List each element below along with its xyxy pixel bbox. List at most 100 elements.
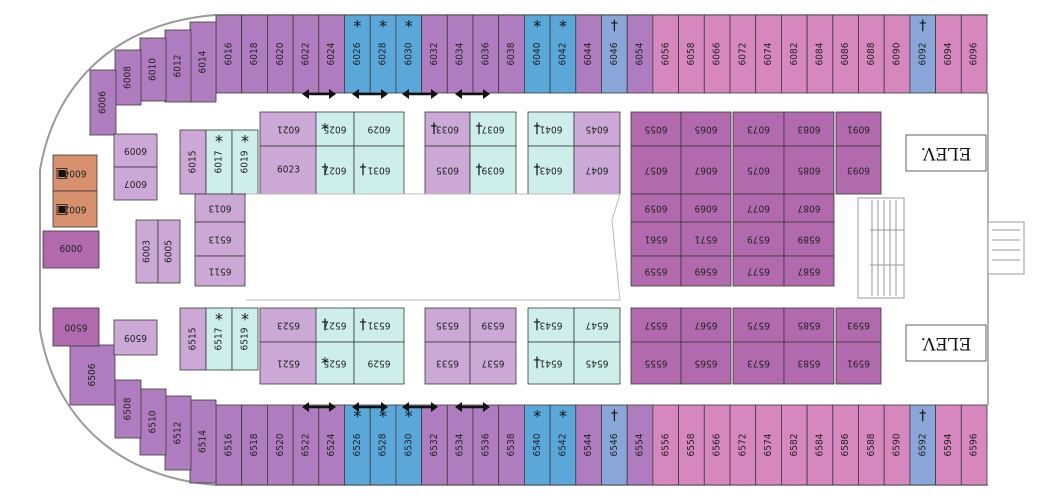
- cabin-6545[interactable]: 6545: [573, 341, 621, 385]
- cabin-6057[interactable]: 6057: [630, 145, 682, 195]
- cabin-6007[interactable]: 6007: [113, 166, 158, 201]
- cabin-6508[interactable]: 6508: [114, 379, 142, 439]
- cabin-6577[interactable]: 6577: [732, 255, 785, 287]
- cabin-6082[interactable]: 6082: [781, 14, 808, 94]
- cabin-6022[interactable]: 6022: [292, 14, 320, 94]
- cabin-6084[interactable]: 6084: [806, 14, 834, 94]
- cabin-6014[interactable]: 6014: [189, 21, 217, 103]
- cabin-6530[interactable]: 6530*: [395, 404, 422, 486]
- cabin-6012[interactable]: 6012: [164, 29, 192, 103]
- cabin-6558[interactable]: 6558: [678, 404, 705, 486]
- cabin-6572[interactable]: 6572: [729, 404, 757, 486]
- cabin-6538[interactable]: 6538: [498, 404, 525, 486]
- cabin-6040[interactable]: 6040*: [524, 14, 551, 94]
- cabin-6540[interactable]: 6540*: [524, 404, 551, 486]
- cabin-6038[interactable]: 6038: [498, 14, 525, 94]
- cabin-6561[interactable]: 6561: [630, 221, 682, 257]
- cabin-6527[interactable]: 6527†: [315, 307, 355, 343]
- cabin-6034[interactable]: 6034: [446, 14, 474, 94]
- cabin-6091[interactable]: 6091: [835, 111, 882, 147]
- cabin-6516[interactable]: 6516: [215, 404, 243, 486]
- cabin-6512[interactable]: 6512: [164, 395, 192, 471]
- cabin-6592[interactable]: 6592†: [909, 404, 937, 486]
- cabin-6573[interactable]: 6573: [732, 341, 785, 385]
- cabin-6556[interactable]: 6556: [652, 404, 680, 486]
- cabin-6047[interactable]: 6047: [573, 145, 621, 195]
- cabin-6028[interactable]: 6028*: [369, 14, 397, 94]
- cabin-6526[interactable]: 6526*: [344, 404, 371, 486]
- cabin-6059[interactable]: 6059: [630, 193, 682, 223]
- cabin-6039[interactable]: 6039†: [469, 145, 517, 195]
- cabin-6542[interactable]: 6542*: [549, 404, 577, 486]
- cabin-6030[interactable]: 6030*: [395, 14, 422, 94]
- cabin-6042[interactable]: 6042*: [549, 14, 577, 94]
- cabin-6087[interactable]: 6087: [783, 193, 835, 223]
- cabin-6571[interactable]: 6571: [680, 221, 732, 257]
- cabin-6026[interactable]: 6026*: [344, 14, 371, 94]
- cabin-6555[interactable]: 6555: [630, 341, 682, 385]
- cabin-6523[interactable]: 6523: [259, 307, 318, 343]
- cabin-6015[interactable]: 6015: [179, 129, 207, 195]
- cabin-6010[interactable]: 6010: [139, 37, 167, 102]
- cabin-6005[interactable]: 6005: [157, 219, 181, 284]
- cabin-6593[interactable]: 6593: [835, 307, 882, 343]
- cabin-6003[interactable]: 6003: [135, 219, 159, 284]
- cabin-6539[interactable]: 6539: [469, 307, 517, 343]
- cabin-6520[interactable]: 6520: [266, 404, 294, 486]
- cabin-6092[interactable]: 6092†: [909, 14, 937, 94]
- cabin-6574[interactable]: 6574: [755, 404, 782, 486]
- cabin-6019[interactable]: 6019*: [231, 129, 259, 195]
- cabin-6567[interactable]: 6567: [680, 307, 732, 343]
- cabin-6002[interactable]: 6002▣: [52, 190, 98, 228]
- cabin-6083[interactable]: 6083: [783, 111, 835, 147]
- cabin-6546[interactable]: 6546†: [601, 404, 628, 486]
- cabin-6557[interactable]: 6557: [630, 307, 682, 343]
- cabin-6045[interactable]: 6045: [573, 111, 621, 147]
- cabin-6584[interactable]: 6584: [806, 404, 834, 486]
- cabin-6094[interactable]: 6094: [935, 14, 962, 94]
- cabin-6518[interactable]: 6518: [241, 404, 268, 486]
- cabin-6072[interactable]: 6072: [729, 14, 757, 94]
- cabin-6588[interactable]: 6588: [858, 404, 885, 486]
- cabin-6018[interactable]: 6018: [241, 14, 268, 94]
- cabin-6524[interactable]: 6524: [318, 404, 345, 486]
- cabin-6017[interactable]: 6017*: [205, 129, 233, 195]
- cabin-6575[interactable]: 6575: [732, 307, 785, 343]
- cabin-6535[interactable]: 6535: [424, 307, 471, 343]
- cabin-6554[interactable]: 6554: [626, 404, 654, 486]
- cabin-6093[interactable]: 6093: [835, 145, 882, 195]
- cabin-6020[interactable]: 6020: [266, 14, 294, 94]
- cabin-6511[interactable]: 6511: [194, 255, 246, 287]
- cabin-6021[interactable]: 6021: [259, 111, 318, 147]
- cabin-6088[interactable]: 6088: [858, 14, 885, 94]
- cabin-6513[interactable]: 6513: [194, 221, 246, 257]
- cabin-6075[interactable]: 6075: [732, 145, 785, 195]
- cabin-6514[interactable]: 6514: [189, 399, 217, 484]
- cabin-6085[interactable]: 6085: [783, 145, 835, 195]
- cabin-6031[interactable]: 6031†: [353, 145, 405, 195]
- cabin-6531[interactable]: 6531†: [353, 307, 405, 343]
- cabin-6000[interactable]: 6000: [42, 230, 100, 269]
- cabin-6032[interactable]: 6032: [421, 14, 448, 94]
- cabin-6586[interactable]: 6586: [832, 404, 859, 486]
- cabin-6510[interactable]: 6510: [139, 388, 167, 456]
- cabin-6544[interactable]: 6544: [575, 404, 602, 486]
- cabin-6016[interactable]: 6016: [215, 14, 243, 94]
- cabin-6521[interactable]: 6521: [259, 341, 318, 385]
- cabin-6027[interactable]: 6027†: [315, 145, 355, 195]
- cabin-6541[interactable]: 6541†: [527, 341, 575, 385]
- cabin-6529[interactable]: 6529: [353, 341, 405, 385]
- cabin-6074[interactable]: 6074: [755, 14, 782, 94]
- cabin-6590[interactable]: 6590: [883, 404, 911, 486]
- cabin-6517[interactable]: 6517*: [205, 307, 233, 371]
- cabin-6522[interactable]: 6522: [292, 404, 320, 486]
- cabin-6509[interactable]: 6509: [113, 319, 158, 356]
- cabin-6024[interactable]: 6024: [318, 14, 345, 94]
- cabin-6055[interactable]: 6055: [630, 111, 682, 147]
- cabin-6029[interactable]: 6029: [353, 111, 405, 147]
- cabin-6033[interactable]: 6033†: [424, 111, 471, 147]
- cabin-6054[interactable]: 6054: [626, 14, 654, 94]
- cabin-6035[interactable]: 6035: [424, 145, 471, 195]
- cabin-6069[interactable]: 6069: [680, 193, 732, 223]
- cabin-6582[interactable]: 6582: [781, 404, 808, 486]
